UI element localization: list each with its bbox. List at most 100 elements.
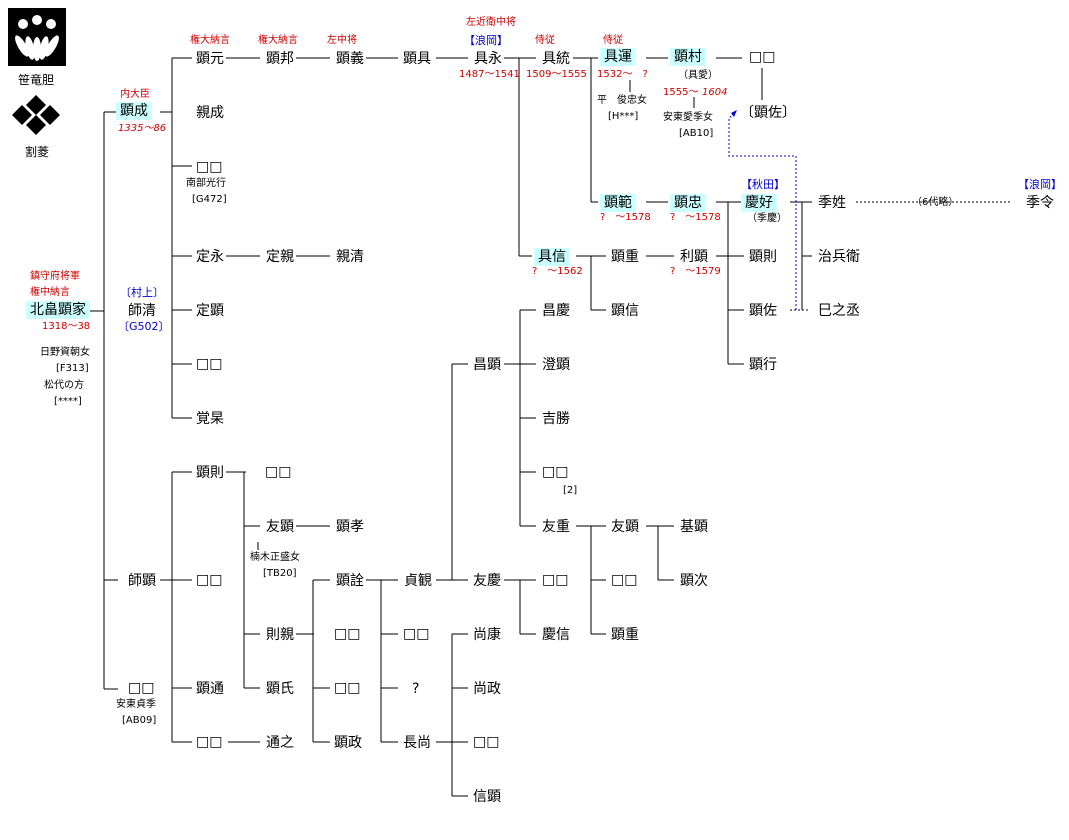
person-akisuke: 顕佐 — [749, 303, 777, 319]
person-akiie: 北畠顕家 — [26, 301, 90, 319]
person-akishige: 顕重 — [611, 249, 639, 265]
person-kusunoki-w: 楠木正盛女 — [250, 552, 300, 563]
person-naoyasu: 尚康 — [473, 627, 501, 643]
person-sq-nanbu: □□ — [196, 159, 223, 175]
person-akitada-d: ? 〜1578 — [670, 212, 721, 223]
person-akinari-t: 内大臣 — [120, 89, 150, 100]
person-omit: （6代略） — [912, 197, 959, 208]
person-akiyoshi-t: 左中将 — [327, 35, 357, 46]
person-akiie-w1r: [F313] — [56, 363, 89, 374]
person-jihyoe: 治兵衛 — [818, 249, 860, 265]
person-sq-g: □□ — [334, 626, 361, 642]
person-tomomune-t: 侍従 — [535, 35, 555, 46]
person-tomoshige: 友重 — [542, 519, 570, 535]
person-sq-a: □□ — [196, 356, 223, 372]
person-suerei-b: 【浪岡】 — [1018, 178, 1062, 191]
person-moroaki: 師顕 — [128, 573, 156, 589]
person-akitaka: 顕孝 — [336, 519, 364, 535]
person-tomonaga-t: 左近衛中将 — [466, 17, 516, 28]
person-akiuji: 顕氏 — [266, 681, 294, 697]
person-yoshiyoshi: 慶好 — [741, 194, 777, 212]
person-akiie-t1: 鎮守府将軍 — [30, 271, 80, 282]
person-sadakan: 貞観 — [404, 573, 432, 589]
person-tomonaga: 具永 — [474, 51, 502, 67]
person-akikuni: 顕邦 — [266, 51, 294, 67]
person-kiyoaki: 澄顕 — [542, 357, 570, 373]
person-akie-sq-r: [AB09] — [122, 715, 157, 726]
person-akiyoshi: 顕義 — [336, 51, 364, 67]
person-tomoaki-l: 友顕 — [266, 519, 294, 535]
person-sq-c: □□ — [611, 572, 638, 588]
person-question: ? — [412, 681, 420, 697]
person-tomoaki-r: 友顕 — [611, 519, 639, 535]
person-morokiyo-r: 〔G502〕 — [118, 320, 170, 333]
person-sq-h: □□ — [403, 626, 430, 642]
person-tomoyuki-w: 平 俊忠女 — [597, 95, 647, 106]
person-akimura: 顕村 — [670, 48, 706, 66]
person-sq-d: □□ — [542, 572, 569, 588]
person-morokiyo: 師清 — [128, 303, 156, 319]
person-akimura-d2: 1604 — [702, 87, 728, 98]
person-akiie-w2r: [****] — [54, 396, 82, 407]
person-chikanari: 親成 — [196, 105, 224, 121]
person-motoaki: 基顕 — [680, 519, 708, 535]
person-sq-nanbu-r: [G472] — [192, 194, 227, 205]
person-akiie-w1: 日野資朝女 — [40, 347, 90, 358]
person-akinobu: 顕信 — [611, 303, 639, 319]
person-akimasa: 顕政 — [334, 735, 362, 751]
person-akitsugu: 顕次 — [680, 573, 708, 589]
person-akitomo: 顕具 — [403, 51, 431, 67]
person-norichika: 則親 — [266, 627, 294, 643]
person-tomonaga-d: 1487〜1541 — [459, 69, 520, 80]
person-akimura-wr: [AB10] — [679, 128, 714, 139]
link-arrow — [728, 111, 797, 310]
person-yoshikatsu: 吉勝 — [542, 411, 570, 427]
person-nobuaki: 信顕 — [473, 789, 501, 805]
person-kakukai: 覚杲 — [196, 411, 224, 427]
person-chikakiyo: 親清 — [336, 249, 364, 265]
person-tomomune: 具統 — [542, 51, 570, 67]
person-sq-f: □□ — [196, 572, 223, 588]
person-sadanaga: 定永 — [196, 249, 224, 265]
person-akinari-d: 1335〜86 — [118, 123, 167, 134]
person-masayoshi: 昌慶 — [542, 303, 570, 319]
person-akinori-m-d: ? 〜1578 — [600, 212, 651, 223]
person-sq-e: □□ — [265, 464, 292, 480]
warabishi-crest-icon — [8, 95, 64, 135]
person-sadaaki: 定顕 — [196, 303, 224, 319]
person-yoshiyoshi-a: （季慶） — [747, 213, 787, 224]
person-masaaki: 昌顕 — [473, 357, 501, 373]
person-akimura-a: （具愛） — [678, 70, 718, 81]
person-akinori2: 顕則 — [749, 249, 777, 265]
person-akie-sq-w: 安東貞季 — [116, 699, 156, 710]
person-sq-b-n: [2] — [563, 485, 578, 496]
person-suerei: 季令 — [1026, 195, 1054, 211]
person-morokiyo-b: 〔村上〕 — [120, 286, 164, 299]
person-tomoyuki-t: 侍従 — [603, 35, 623, 46]
person-naomasa: 尚政 — [473, 681, 501, 697]
crest-caption: 笹竜胆 — [18, 73, 55, 87]
person-akimura-d1: 1555〜 — [663, 87, 699, 98]
person-sq-i: □□ — [334, 680, 361, 696]
person-akinori-l: 顕則 — [196, 465, 224, 481]
person-akimoto: 顕元 — [196, 51, 224, 67]
person-akinori-m: 顕範 — [600, 194, 636, 212]
person-tomoyuki-d: 1532〜 ? — [597, 69, 648, 80]
person-sq-k: □□ — [473, 734, 500, 750]
person-yoshinobu: 慶信 — [542, 627, 570, 643]
person-akikuni-t: 権大納言 — [258, 35, 298, 46]
person-sadachika: 定親 — [266, 249, 294, 265]
person-yoshiyoshi-b: 【秋田】 — [741, 178, 785, 191]
person-nagahisa: 長尚 — [403, 735, 431, 751]
person-tomonobu: 具信 — [534, 248, 570, 266]
person-akishige2: 顕重 — [611, 627, 639, 643]
person-akimura-w: 安東愛季女 — [663, 112, 713, 123]
sasarindo-crest-icon — [8, 8, 66, 66]
person-tomonaga-b: 【浪岡】 — [464, 34, 508, 47]
person-akiie-d: 1318〜38 — [42, 321, 91, 332]
person-akie-sq: □□ — [128, 680, 155, 696]
person-akiie-w2: 松代の方 — [44, 380, 84, 391]
person-toshiaki: 利顕 — [680, 249, 708, 265]
